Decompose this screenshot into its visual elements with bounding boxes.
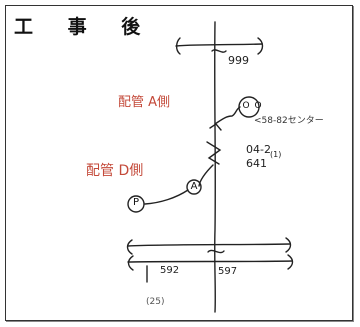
code-label-2: 641 xyxy=(246,157,267,170)
meter-circle-mark-2: O xyxy=(254,101,262,111)
lower-break-mark xyxy=(207,249,225,254)
top-right-bracket xyxy=(257,37,264,55)
circle-b xyxy=(127,195,145,213)
valve-symbol xyxy=(206,141,222,165)
sketch-frame xyxy=(5,5,353,321)
pipe-d-label: 配管 D側 xyxy=(86,163,144,179)
lower-horizontal-2 xyxy=(127,260,293,263)
bottom-center-number: 597 xyxy=(218,266,238,277)
meter-label: <58-82センター xyxy=(254,116,324,126)
pipe-a-label: 配管 A側 xyxy=(118,95,171,110)
circle-a xyxy=(186,179,202,195)
lower-left-bracket-2 xyxy=(127,255,134,271)
bottom-left-number: 592 xyxy=(160,265,180,276)
code-label-3: (1) xyxy=(270,150,282,159)
top-horizontal-line xyxy=(175,43,263,47)
meter-branch xyxy=(214,106,241,125)
top-number: 999 xyxy=(228,54,249,67)
bottom-note: (25) xyxy=(146,297,165,307)
lower-right-bracket-2 xyxy=(287,254,294,270)
circle-b-label: P xyxy=(132,197,140,208)
lower-horizontal-1 xyxy=(127,243,291,247)
top-left-bracket xyxy=(175,37,181,55)
main-vertical-line xyxy=(214,21,216,313)
meter-circle xyxy=(238,96,260,118)
circle-a-label: A xyxy=(190,181,198,192)
lower-right-bracket-1 xyxy=(285,237,292,253)
code-label-1: 04-2 xyxy=(246,143,271,156)
branch-to-a xyxy=(198,164,214,187)
branch-to-b xyxy=(144,189,189,205)
top-break-mark xyxy=(211,49,227,53)
lower-left-bracket-1 xyxy=(126,239,133,255)
page-title: 工 事 後 xyxy=(14,16,155,38)
meter-circle-mark-1: O xyxy=(242,101,250,111)
